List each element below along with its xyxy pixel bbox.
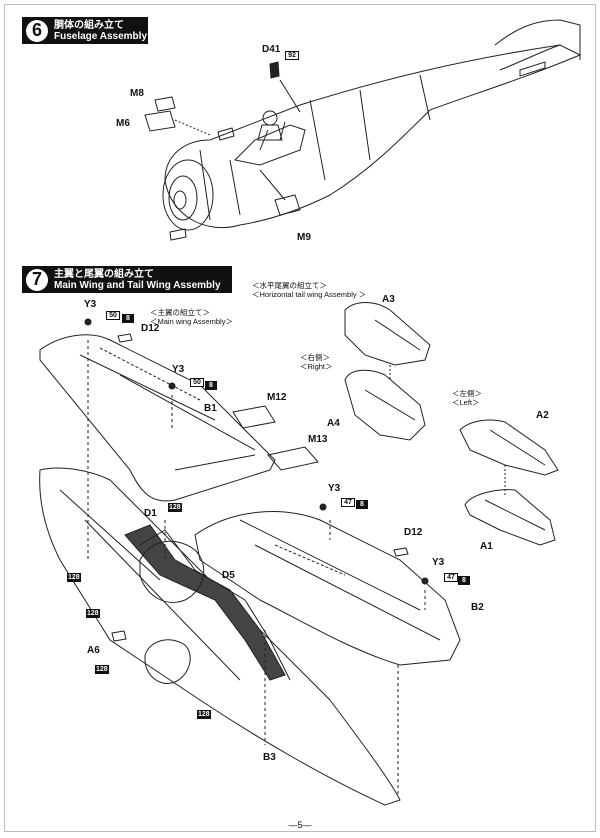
- label-d5: D5: [222, 570, 235, 581]
- label-a6: A6: [87, 645, 100, 656]
- badge-50-a: 50: [106, 311, 120, 320]
- label-m12: M12: [267, 392, 287, 403]
- step7-header: 7 主翼と尾翼の組み立て Main Wing and Tail Wing Ass…: [22, 266, 232, 293]
- label-m9: M9: [297, 232, 311, 243]
- label-m6: M6: [116, 118, 130, 129]
- badge-128-d1: 128: [168, 503, 182, 512]
- right-jp: ＜右側＞: [300, 353, 330, 362]
- badge-8-b: 8: [205, 381, 217, 390]
- badge-47-c: 47: [341, 498, 355, 507]
- label-m8: M8: [130, 88, 144, 99]
- label-d41: D41: [262, 44, 281, 55]
- step7-number: 7: [26, 268, 48, 291]
- page-number: —5—: [288, 820, 312, 830]
- main-wing-caption: ＜主翼の組立て＞ ＜Main wing Assembly＞: [150, 308, 233, 326]
- badge-8-a: 8: [122, 314, 134, 323]
- badge-d41: 92: [285, 51, 299, 60]
- page-frame: [4, 4, 596, 832]
- label-b3: B3: [263, 752, 276, 763]
- label-d12-a: D12: [141, 323, 160, 334]
- step6-title-en: Fuselage Assembly: [54, 30, 148, 42]
- label-a3: A3: [382, 294, 395, 305]
- step7-title-jp: 主翼と尾翼の組み立て: [54, 268, 154, 280]
- label-a2: A2: [536, 410, 549, 421]
- label-b2: B2: [471, 602, 484, 613]
- badge-128-a: 128: [67, 573, 81, 582]
- badge-8-c: 8: [356, 500, 368, 509]
- left-caption: ＜左側＞ ＜Left＞: [452, 389, 482, 407]
- step6-title-jp: 胴体の組み立て: [54, 19, 124, 31]
- step6-header: 6 胴体の組み立て Fuselage Assembly: [22, 17, 148, 44]
- label-y3-b: Y3: [172, 364, 185, 375]
- label-a4: A4: [327, 418, 340, 429]
- left-jp: ＜左側＞: [452, 389, 482, 398]
- label-y3-d: Y3: [432, 557, 445, 568]
- label-b1: B1: [204, 403, 217, 414]
- main-wing-jp: ＜主翼の組立て＞: [150, 308, 210, 317]
- label-y3-a: Y3: [84, 299, 97, 310]
- left-en: ＜Left＞: [452, 398, 480, 407]
- step6-number: 6: [26, 19, 48, 42]
- label-a1: A1: [480, 541, 493, 552]
- right-en: ＜Right＞: [300, 362, 333, 371]
- right-caption: ＜右側＞ ＜Right＞: [300, 353, 333, 371]
- label-y3-c: Y3: [328, 483, 341, 494]
- badge-128-a6: 128: [95, 665, 109, 674]
- horizontal-tail-en: ＜Horizontal tail wing Assembly ＞: [252, 290, 367, 299]
- label-m13: M13: [308, 434, 328, 445]
- badge-8-d: 8: [458, 576, 470, 585]
- main-wing-en: ＜Main wing Assembly＞: [150, 317, 233, 326]
- badge-128-c: 128: [197, 710, 211, 719]
- badge-47-d: 47: [444, 573, 458, 582]
- horizontal-tail-caption: ＜水平尾翼の組立て＞ ＜Horizontal tail wing Assembl…: [252, 281, 366, 299]
- step7-title-en: Main Wing and Tail Wing Assembly: [54, 279, 221, 291]
- badge-128-b: 128: [86, 609, 100, 618]
- label-d1: D1: [144, 508, 157, 519]
- badge-50-b: 50: [190, 378, 204, 387]
- label-d12-b: D12: [404, 527, 423, 538]
- horizontal-tail-jp: ＜水平尾翼の組立て＞: [252, 281, 327, 290]
